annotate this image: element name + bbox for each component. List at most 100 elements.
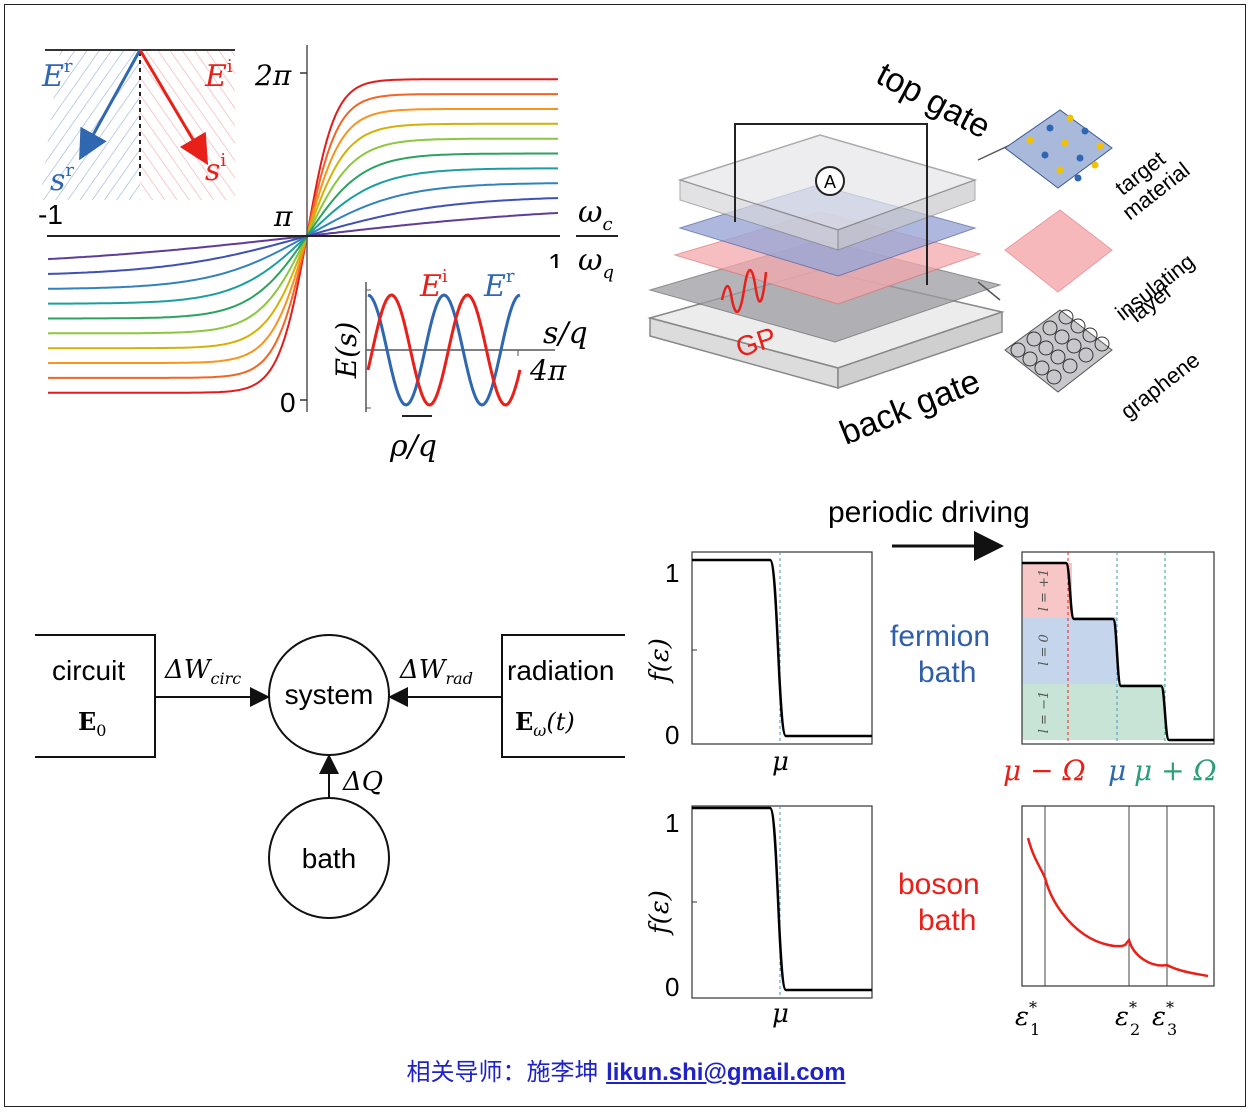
f-label: f(ε)	[645, 638, 675, 684]
graphene-ring	[1062, 358, 1078, 374]
panel-c-thermo: circuit E0 radiation Eω(t) system bath Δ…	[35, 634, 625, 919]
graphene-ring	[1078, 347, 1094, 363]
lattice-atom	[1076, 154, 1084, 162]
eps2-label: ε*2	[1115, 998, 1140, 1039]
top-gate-label: top gate	[870, 55, 996, 146]
reflected-arrow	[79, 49, 142, 161]
phase-curve	[48, 122, 558, 350]
fermion-driven-plot: l = +1 l = 0 l = −1 μ − Ω μ μ + Ω	[1003, 551, 1217, 787]
eps3-label: ε*3	[1152, 998, 1177, 1039]
lattice-atom	[1041, 151, 1049, 159]
circuit-box	[35, 634, 156, 758]
radiation-label: radiation	[507, 655, 614, 686]
phase-curve	[48, 152, 558, 320]
ammeter-label: A	[824, 172, 836, 192]
graphene-ring	[1038, 340, 1054, 356]
lattice-atom	[1074, 174, 1082, 182]
ytick-1: 1	[665, 558, 679, 588]
fermion-label-2: bath	[918, 656, 976, 689]
radiation-box	[501, 634, 625, 758]
phase-curve	[47, 137, 558, 335]
insulating-tile	[1004, 209, 1113, 293]
ytick-2pi: 2π	[254, 59, 292, 92]
wave-inset: Ei Er E(s) s/q 4π ρ/q	[312, 266, 588, 464]
delta-q: ΔQ	[342, 767, 383, 797]
svg-text:ωc: ωc	[578, 195, 613, 235]
inset-si-label: si	[205, 150, 226, 188]
ytick-1-b: 1	[665, 808, 679, 838]
footer-prefix: 相关导师：	[406, 1058, 527, 1086]
l-plus-label: l = +1	[1037, 569, 1052, 611]
periodic-driving-label: periodic driving	[828, 496, 1030, 529]
wave-xtick-4pi: 4π	[529, 354, 567, 387]
graphene-ring	[1066, 338, 1082, 354]
graphene-label: graphene	[1116, 347, 1205, 424]
xtick-minus1: -1	[38, 199, 63, 230]
delta-w-circ: ΔWcirc	[164, 655, 241, 688]
graphene-ring	[1026, 331, 1042, 347]
inset-sr-label: sr	[50, 160, 74, 198]
graphene-ring	[1058, 309, 1074, 325]
phase-curve	[48, 182, 558, 290]
panel-a-phase-plot: Er Ei sr si 2π π 0 -1 1 ωc ωq	[38, 45, 618, 464]
phase-curve	[48, 167, 558, 305]
reflection-inset: Er Ei sr si	[40, 49, 235, 200]
ytick-0: 0	[280, 387, 296, 418]
wave-bottom-label: ρ/q	[389, 429, 437, 464]
lattice-atom	[1096, 142, 1104, 150]
graphene-tile	[1004, 309, 1113, 393]
figure-frame	[4, 4, 1246, 1107]
phase-curve	[48, 93, 558, 379]
footer-name: 施李坤	[526, 1058, 599, 1086]
graphene-ring	[1070, 318, 1086, 334]
phase-curve	[47, 108, 558, 365]
gp-wave	[720, 268, 768, 313]
mu-label-b: μ	[772, 999, 789, 1029]
graphene-ring	[1034, 360, 1050, 376]
system-label: system	[285, 679, 374, 710]
f-label-b: f(ε)	[645, 890, 675, 936]
fermion-equilibrium-plot: 1 0 f(ε) μ	[645, 551, 873, 777]
boson-label-1: boson	[898, 868, 980, 901]
lattice-atom	[1091, 161, 1099, 169]
lattice-atom	[1061, 139, 1069, 147]
wave-reflected	[367, 293, 521, 407]
mu-minus-label: μ − Ω	[1003, 754, 1086, 787]
lattice-atom	[1066, 114, 1074, 122]
boson-equilibrium-plot: 1 0 f(ε) μ	[645, 805, 873, 1029]
graphene-ring	[1082, 327, 1098, 343]
mu-label: μ	[772, 747, 789, 777]
graphene-ring	[1054, 329, 1070, 345]
footer-email-link[interactable]: likun.shi@gmail.com	[606, 1059, 846, 1086]
mu-mid-label: μ	[1108, 754, 1126, 787]
ammeter-icon	[815, 166, 845, 196]
ytick-0: 0	[665, 720, 679, 750]
svg-text:ωq: ωq	[578, 243, 614, 283]
wave-ei-label: Ei	[419, 266, 448, 304]
ytick-0-b: 0	[665, 972, 679, 1002]
lattice-atom	[1026, 136, 1034, 144]
target-material-tile	[1004, 109, 1113, 189]
panel-b-device: A GP top gate back gate target material …	[647, 55, 1205, 453]
inset-ei-label: Ei	[204, 56, 233, 94]
wave-incident	[366, 293, 522, 407]
l-zero-label: l = 0	[1037, 634, 1052, 666]
lattice-atom	[1046, 124, 1054, 132]
lattice-atom	[1056, 166, 1064, 174]
wave-ylabel: E(s)	[330, 322, 363, 380]
l-minus-label: l = −1	[1037, 691, 1052, 733]
wave-xlabel: s/q	[543, 316, 588, 351]
graphene-ring	[1022, 351, 1038, 367]
x-axis-label: ωc ωq	[576, 195, 618, 283]
graphene-ring	[1042, 320, 1058, 336]
inset-er-label: Er	[41, 56, 73, 94]
circuit-field: E0	[78, 707, 106, 740]
lattice-atom	[1081, 127, 1089, 135]
mu-plus-label: μ + Ω	[1134, 754, 1217, 787]
graphene-ring	[1094, 336, 1110, 352]
bath-label: bath	[302, 843, 357, 874]
wave-er-label: Er	[483, 266, 515, 304]
phase-curves	[47, 78, 559, 394]
boson-label-2: bath	[918, 904, 976, 937]
